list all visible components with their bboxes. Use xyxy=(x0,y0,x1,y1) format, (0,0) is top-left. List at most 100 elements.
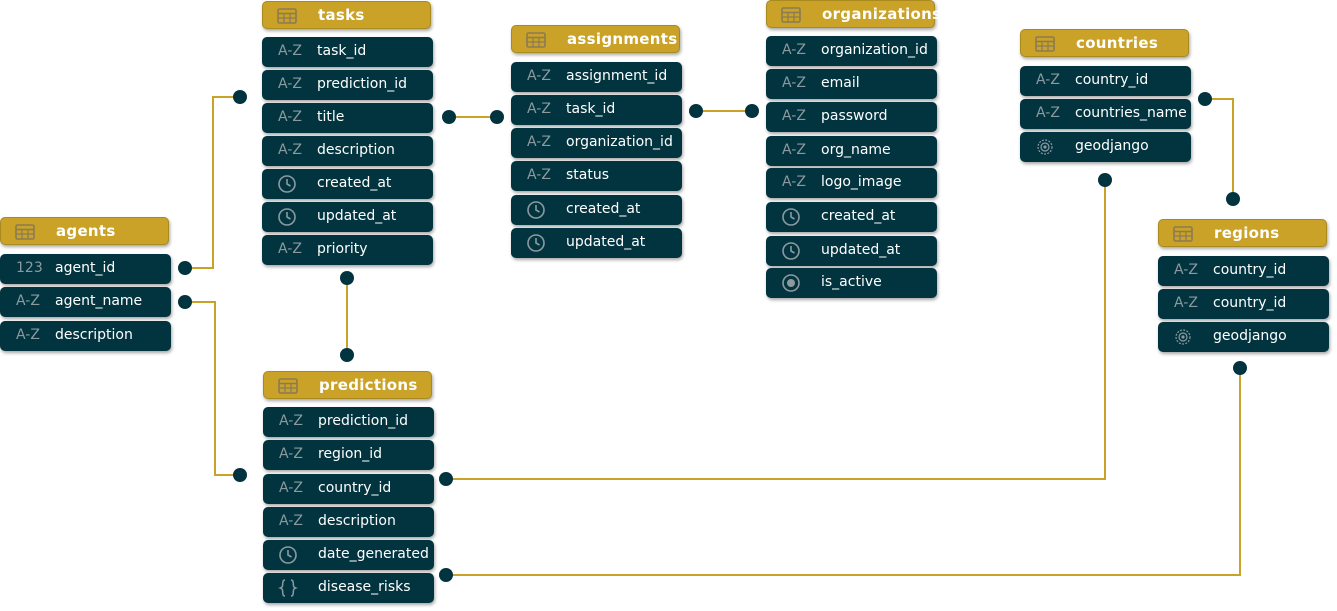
column-name: prediction_id xyxy=(317,76,408,92)
column-row[interactable]: A-Z org_name xyxy=(766,136,937,166)
column-type-label: A-Z xyxy=(782,142,806,158)
link-predictions-country-to-countries xyxy=(446,180,1106,480)
column-name: country_id xyxy=(1213,262,1287,278)
column-row[interactable]: A-Z country_id xyxy=(1020,66,1191,96)
column-name: assignment_id xyxy=(566,68,668,84)
radio-icon xyxy=(782,274,800,292)
table-header[interactable]: organizations xyxy=(766,0,941,28)
column-name: agent_name xyxy=(55,293,143,309)
link-agent-id-to-tasks xyxy=(185,96,240,269)
link-end-dot xyxy=(1226,192,1240,206)
column-row[interactable]: created_at xyxy=(511,195,682,225)
column-name: countries_name xyxy=(1075,105,1187,121)
column-type-label: A-Z xyxy=(16,327,40,343)
clock-icon xyxy=(278,175,296,193)
link-end-dot xyxy=(1198,92,1212,106)
column-type-label: A-Z xyxy=(527,167,551,183)
link-end-dot xyxy=(689,104,703,118)
column-type-label: A-Z xyxy=(1174,295,1198,311)
link-end-dot xyxy=(490,110,504,124)
column-row[interactable]: A-Z organization_id xyxy=(766,36,937,66)
column-name: updated_at xyxy=(317,208,397,224)
column-name: country_id xyxy=(1213,295,1287,311)
table-name: tasks xyxy=(318,6,365,24)
geo-icon xyxy=(1175,329,1191,345)
column-row[interactable]: is_active xyxy=(766,268,937,298)
table-name: organizations xyxy=(822,5,942,23)
column-name: password xyxy=(821,108,888,124)
table-name: countries xyxy=(1076,34,1159,52)
column-type-label: A-Z xyxy=(279,513,303,529)
table-header[interactable]: predictions xyxy=(263,371,432,399)
column-name: description xyxy=(317,142,395,158)
column-row[interactable]: date_generated xyxy=(263,540,434,570)
column-name: title xyxy=(317,109,345,125)
column-type-label: A-Z xyxy=(782,42,806,58)
table-header[interactable]: countries xyxy=(1020,29,1189,57)
column-name: org_name xyxy=(821,142,891,158)
column-type-label: A-Z xyxy=(279,446,303,462)
table-name: agents xyxy=(56,222,116,240)
link-end-dot xyxy=(439,472,453,486)
column-name: created_at xyxy=(821,208,896,224)
table-icon xyxy=(278,378,298,394)
column-row[interactable]: disease_risks xyxy=(263,573,434,603)
table-icon xyxy=(277,8,297,24)
clock-icon xyxy=(279,546,297,564)
column-type-label: A-Z xyxy=(278,142,302,158)
column-type-label: A-Z xyxy=(782,75,806,91)
column-row[interactable]: created_at xyxy=(262,169,433,199)
table-header[interactable]: tasks xyxy=(262,1,431,29)
column-row[interactable]: A-Z country_id xyxy=(263,474,434,504)
column-row[interactable]: geodjango xyxy=(1158,322,1329,352)
column-type-label: A-Z xyxy=(279,413,303,429)
table-icon xyxy=(526,32,546,48)
column-name: logo_image xyxy=(821,174,902,190)
column-name: country_id xyxy=(1075,72,1149,88)
column-type-label: A-Z xyxy=(278,241,302,257)
column-type-label: A-Z xyxy=(527,134,551,150)
link-agent-name-to-predictions xyxy=(185,301,240,476)
link-end-dot xyxy=(340,271,354,285)
column-row[interactable]: A-Z description xyxy=(262,136,433,166)
table-header[interactable]: assignments xyxy=(511,25,680,53)
table-header[interactable]: agents xyxy=(0,217,169,245)
column-type-label: A-Z xyxy=(279,480,303,496)
link-end-dot xyxy=(439,568,453,582)
column-name: geodjango xyxy=(1213,328,1287,344)
column-row[interactable]: updated_at xyxy=(511,228,682,258)
column-row[interactable]: updated_at xyxy=(766,236,937,266)
column-name: disease_risks xyxy=(318,579,411,595)
column-name: date_generated xyxy=(318,546,429,562)
column-row[interactable]: created_at xyxy=(766,202,937,232)
link-end-dot xyxy=(233,90,247,104)
table-header[interactable]: regions xyxy=(1158,219,1327,247)
clock-icon xyxy=(527,234,545,252)
column-name: country_id xyxy=(318,480,392,496)
column-row[interactable]: A-Z country_id xyxy=(1158,289,1329,319)
column-row[interactable]: geodjango xyxy=(1020,132,1191,162)
column-row[interactable]: updated_at xyxy=(262,202,433,232)
column-type-label: A-Z xyxy=(1036,72,1060,88)
column-name: organization_id xyxy=(821,42,928,58)
column-name: agent_id xyxy=(55,260,116,276)
